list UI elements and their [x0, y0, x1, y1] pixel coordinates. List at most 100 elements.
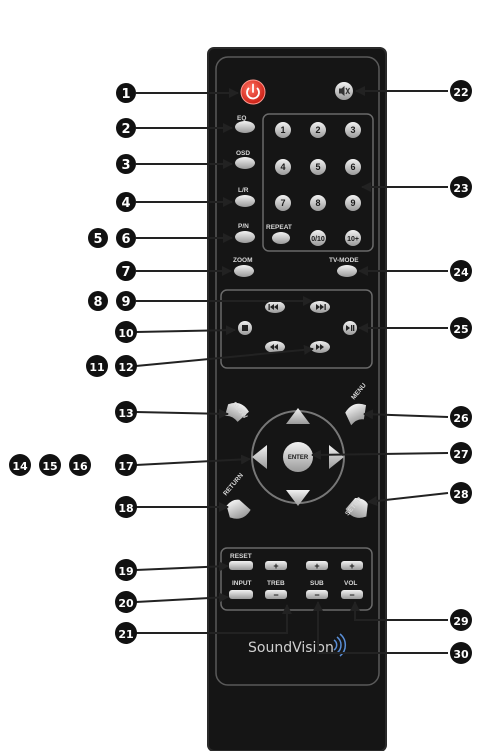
right-button[interactable]: [329, 445, 344, 469]
vol-up-button[interactable]: [341, 561, 363, 570]
rewind-button[interactable]: [265, 341, 285, 353]
forward-button[interactable]: [310, 341, 330, 353]
rewind-icon: [270, 344, 278, 350]
numpad-key[interactable]: 10+: [345, 230, 361, 246]
vol-up-label: +: [349, 561, 354, 571]
treb-label: TREB: [267, 580, 285, 587]
lr-button[interactable]: [235, 195, 255, 207]
numpad-key[interactable]: 1: [275, 122, 291, 138]
sub-up-button[interactable]: [306, 561, 328, 570]
callouts: 1 2 3 4 5 6 7 8 9 10 11 12 13 14 15 16 1…: [9, 80, 472, 664]
numpad-key-label: 8: [315, 198, 320, 208]
eq-button[interactable]: [235, 121, 255, 133]
osd-button[interactable]: [235, 157, 255, 169]
menu-button[interactable]: [344, 400, 371, 426]
callout-23-label: 23: [453, 182, 468, 195]
callout-22: 22: [450, 80, 472, 102]
callout-22-label: 22: [453, 86, 468, 99]
numpad-key[interactable]: 5: [310, 159, 326, 175]
leader-lines: [135, 86, 449, 654]
setup-button[interactable]: [344, 495, 372, 522]
callout-7-label: 7: [121, 265, 130, 280]
numpad-key[interactable]: 8: [310, 195, 326, 211]
enter-label: ENTER: [288, 455, 309, 461]
down-button[interactable]: [286, 490, 310, 506]
callout-28: 28: [450, 482, 472, 504]
leader-30: [313, 601, 448, 654]
callout-18-label: 18: [118, 502, 133, 515]
leader-28: [367, 492, 449, 506]
leader-13: [135, 408, 229, 419]
reset-button[interactable]: [229, 561, 253, 570]
pn-button[interactable]: [235, 231, 255, 243]
numpad-key[interactable]: 2: [310, 122, 326, 138]
numpad-key[interactable]: 0/10: [310, 230, 326, 246]
callout-24: 24: [450, 260, 472, 282]
numpad-key[interactable]: 9: [345, 195, 361, 211]
remote-body-edge: [207, 47, 387, 751]
stop-icon: [242, 325, 248, 331]
numpad-key-label: 2: [315, 125, 320, 135]
treb-down-label: −: [273, 590, 278, 600]
numpad-key[interactable]: 3: [345, 122, 361, 138]
remote-body: [208, 48, 386, 751]
leader-26: [363, 409, 449, 420]
callout-4: 4: [116, 192, 136, 212]
callout-15: 15: [39, 454, 61, 476]
callout-3-label: 3: [121, 158, 130, 173]
vol-label: VOL: [344, 580, 357, 587]
enter-button[interactable]: ENTER: [283, 442, 313, 472]
callout-28-label: 28: [453, 488, 468, 501]
left-button[interactable]: [252, 445, 267, 469]
up-button[interactable]: [286, 408, 310, 424]
callout-2: 2: [116, 118, 136, 138]
callout-30-label: 30: [453, 648, 469, 661]
power-button[interactable]: [240, 79, 266, 105]
numpad-key[interactable]: 4: [275, 159, 291, 175]
eq-label: EQ: [237, 115, 246, 122]
sub-down-button[interactable]: [306, 590, 328, 599]
zoom-button[interactable]: [234, 265, 254, 277]
repeat-button[interactable]: [272, 232, 290, 244]
next-icon: [316, 304, 326, 310]
numpad-key[interactable]: 7: [275, 195, 291, 211]
callout-27-label: 27: [453, 448, 468, 461]
numpad-key-label: 6: [350, 162, 355, 172]
callout-17-label: 17: [118, 460, 133, 473]
callout-14-label: 14: [12, 460, 28, 473]
treb-up-label: +: [273, 561, 278, 571]
prev-button[interactable]: [265, 301, 285, 313]
callout-20: 20: [115, 591, 137, 613]
mute-button[interactable]: [335, 82, 353, 100]
callout-5: 5: [88, 228, 108, 248]
callout-26: 26: [450, 406, 472, 428]
next-button[interactable]: [310, 301, 330, 313]
callout-24-label: 24: [453, 266, 469, 279]
callout-27: 27: [450, 442, 472, 464]
numpad-key[interactable]: 6: [345, 159, 361, 175]
numpad-key-label: 1: [280, 125, 285, 135]
stop-button[interactable]: [238, 321, 252, 335]
vol-down-button[interactable]: [341, 590, 363, 599]
callout-6-label: 6: [121, 232, 130, 247]
return-button[interactable]: [224, 495, 252, 522]
vol-down-label: −: [349, 590, 354, 600]
audio-frame: [220, 547, 373, 611]
play-pause-button[interactable]: [343, 321, 357, 335]
tvmode-button[interactable]: [337, 265, 357, 277]
callout-2-label: 2: [121, 122, 130, 137]
callout-12: 12: [115, 355, 137, 377]
treb-up-button[interactable]: [265, 561, 287, 570]
input-button[interactable]: [229, 590, 253, 599]
repeat-label: REPEAT: [266, 224, 292, 231]
numpad-key-label: 5: [315, 162, 320, 172]
callout-1-label: 1: [121, 87, 130, 102]
mute-icon: [339, 86, 351, 96]
callout-1: 1: [116, 83, 136, 103]
callout-21: 21: [115, 622, 137, 644]
callout-9: 9: [116, 291, 136, 311]
treb-down-button[interactable]: [265, 590, 287, 599]
slow-button[interactable]: [223, 399, 250, 424]
callout-4-label: 4: [121, 196, 130, 211]
